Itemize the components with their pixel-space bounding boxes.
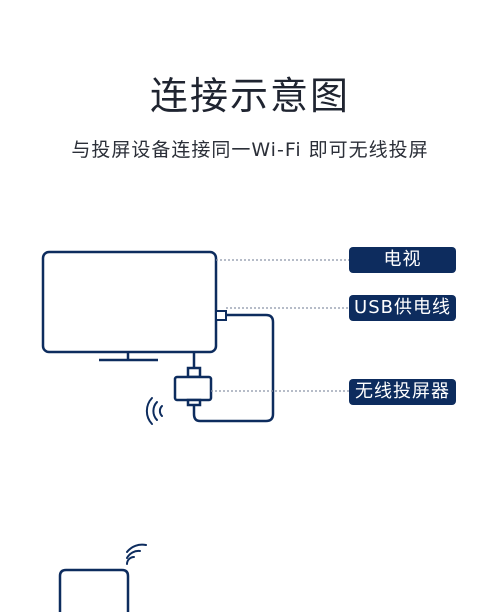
page-title: 连接示意图	[149, 74, 350, 118]
wifi-signal-icon	[126, 543, 147, 565]
phone-icon	[58, 568, 130, 612]
usb-cable	[192, 313, 275, 423]
wifi-signal-icon	[145, 397, 163, 425]
label-wireless-caster: 无线投屏器	[349, 379, 456, 405]
tv-icon	[41, 250, 218, 362]
usb-port-icon	[215, 310, 227, 321]
label-usb-power: USB供电线	[349, 295, 456, 321]
page-subtitle: 与投屏设备连接同一Wi-Fi 即可无线投屏	[71, 139, 429, 161]
label-tv: 电视	[349, 247, 456, 273]
wireless-caster-icon	[173, 366, 213, 407]
leader-lines	[211, 259, 349, 392]
